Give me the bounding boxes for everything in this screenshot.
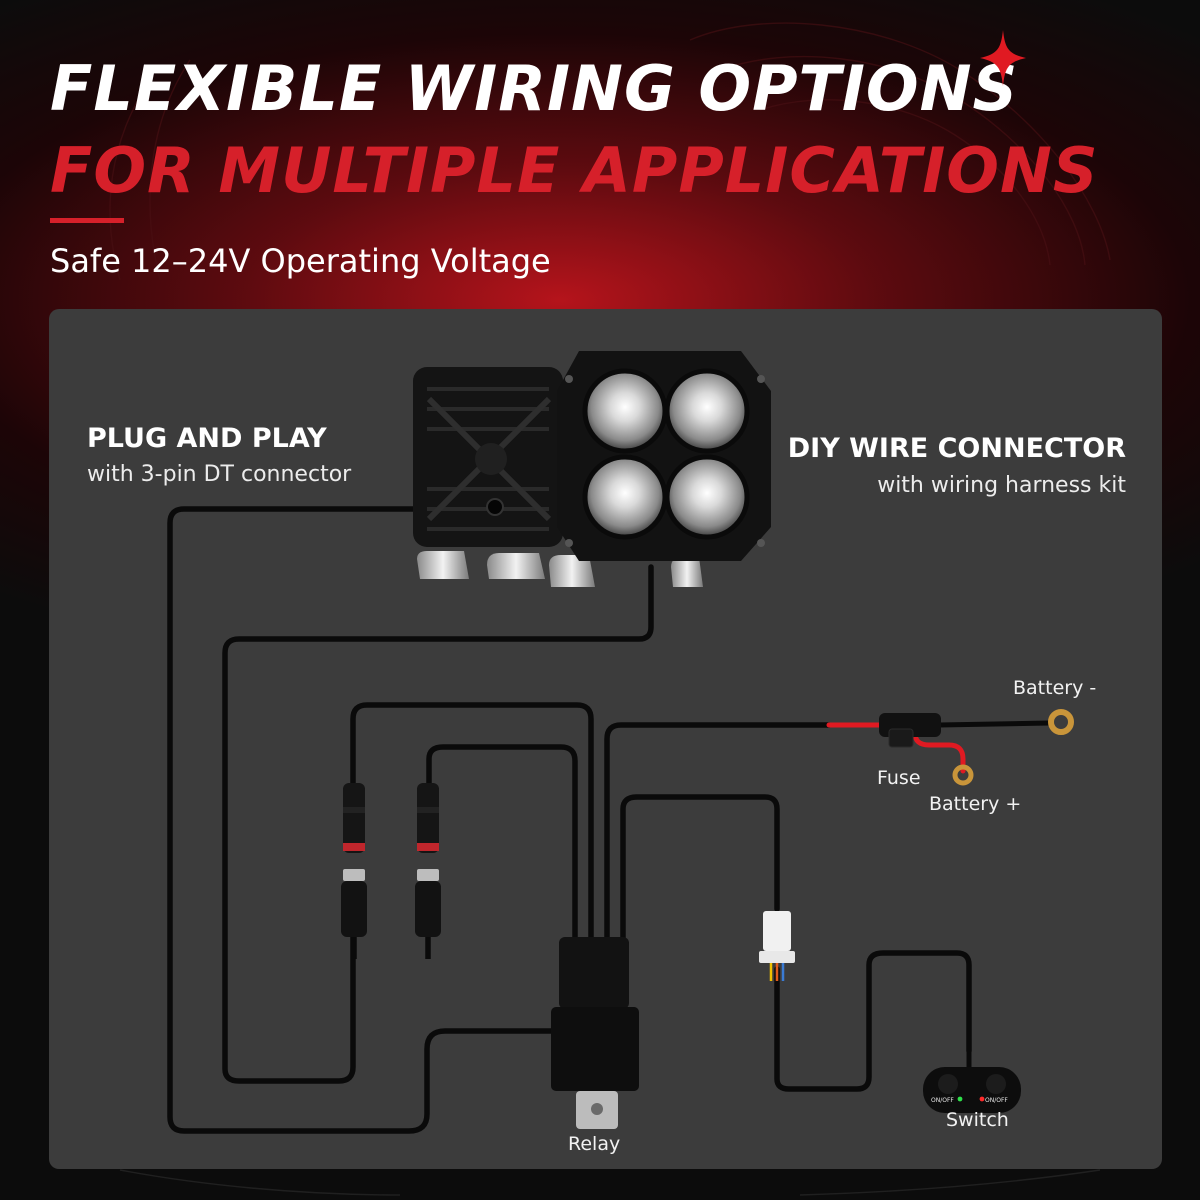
switch-left-label: ON/OFF xyxy=(931,1097,954,1104)
relay-label: Relay xyxy=(568,1133,621,1155)
light-pod-rear xyxy=(413,367,563,579)
diy-connector-subtitle: with wiring harness kit xyxy=(877,473,1126,498)
voltage-subtitle: Safe 12–24V Operating Voltage xyxy=(50,242,551,280)
battery-pos-terminal xyxy=(952,764,974,786)
title-underline xyxy=(50,218,124,223)
dt-connector-female-2 xyxy=(417,783,439,853)
diy-connector-title: DIY WIRE CONNECTOR xyxy=(787,433,1126,464)
battery-positive-label: Battery + xyxy=(929,793,1022,815)
wiring-diagram: ON/OFF ON/OFF xyxy=(167,351,1074,1134)
fuse-holder xyxy=(879,713,941,748)
dt-connector-male-1 xyxy=(341,869,367,959)
switch-right-label: ON/OFF xyxy=(985,1097,1008,1104)
switch-label: Switch xyxy=(946,1109,1009,1131)
dt-connector-female-1 xyxy=(343,783,365,853)
switch-module: ON/OFF ON/OFF xyxy=(923,1051,1021,1113)
switch-plug-connector xyxy=(759,911,795,981)
title-line-2: FOR MULTIPLE APPLICATIONS xyxy=(50,134,1099,207)
wire-harness xyxy=(167,506,972,1134)
fuse-label: Fuse xyxy=(877,767,921,789)
sparkle-icon xyxy=(980,30,1026,86)
plug-and-play-title: PLUG AND PLAY xyxy=(87,423,327,454)
plug-and-play-subtitle: with 3-pin DT connector xyxy=(87,462,352,487)
battery-wires xyxy=(826,720,1052,774)
wiring-diagram-panel: ON/OFF ON/OFF xyxy=(49,309,1162,1169)
relay-module xyxy=(551,937,639,1129)
dt-connector-male-2 xyxy=(415,869,441,959)
battery-negative-label: Battery - xyxy=(1013,677,1097,699)
light-pod-front xyxy=(549,351,771,587)
battery-neg-terminal xyxy=(1048,709,1074,735)
title-line-1: FLEXIBLE WIRING OPTIONS xyxy=(50,52,1019,125)
